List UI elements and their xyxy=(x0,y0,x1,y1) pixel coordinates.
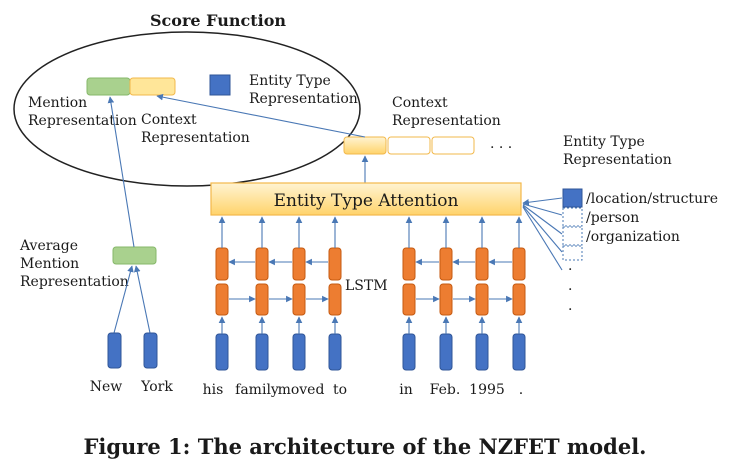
context-representation-top-label: Context Representation xyxy=(392,95,501,129)
lstm-cell-lower xyxy=(255,283,269,316)
lstm-cell-upper xyxy=(215,247,229,281)
new-to-average-arrow xyxy=(113,265,134,334)
entity-type-dot: · xyxy=(568,302,572,318)
lstm-cell-upper xyxy=(475,247,489,281)
lstm-cell-lower xyxy=(328,283,342,316)
mention-representation-box xyxy=(86,77,131,96)
word-embedding xyxy=(475,333,489,371)
average-to-mention-arrow xyxy=(107,96,135,248)
word-embedding xyxy=(215,333,229,371)
context-vector-cell xyxy=(387,136,431,155)
entity-type-attention-label: Entity Type Attention xyxy=(274,191,459,211)
lstm-cell-lower xyxy=(512,283,526,316)
lstm-network xyxy=(215,216,526,371)
lstm-cell-upper xyxy=(292,247,306,281)
figure-caption: Figure 1: The architecture of the NZFET … xyxy=(83,434,646,459)
entity-type-vector-more xyxy=(562,245,583,261)
word-to: to xyxy=(333,382,347,398)
lstm-cell-lower xyxy=(475,283,489,316)
lstm-cell-lower xyxy=(215,283,229,316)
lstm-cell-upper xyxy=(328,247,342,281)
entity-type-location-structure-label: /location/structure xyxy=(586,191,718,207)
word-embedding xyxy=(402,333,416,371)
context-representation-label: Context Representation xyxy=(141,112,250,146)
entity-type-person-label: /person xyxy=(586,210,639,226)
word-embedding xyxy=(512,333,526,371)
lstm-cell-lower xyxy=(402,283,416,316)
average-mention-box xyxy=(112,246,157,265)
lstm-cell-upper xyxy=(512,247,526,281)
entity-type-organization-label: /organization xyxy=(586,229,680,245)
entity-type-vector-organization xyxy=(562,226,583,246)
lstm-cell-upper xyxy=(402,247,416,281)
embedding-york xyxy=(143,332,158,369)
entity-type-representation-label: Entity Type Representation xyxy=(249,73,358,107)
entity-type-representation-right-label: Entity Type Representation xyxy=(563,134,672,168)
lstm-cell-lower xyxy=(292,283,306,316)
entity-type-to-attention-arrows xyxy=(522,197,563,271)
word-family: family xyxy=(235,382,279,398)
embedding-new xyxy=(107,332,122,369)
word-feb: Feb. xyxy=(430,382,461,398)
word-moved: moved xyxy=(278,382,325,398)
lstm-cell-lower xyxy=(439,283,453,316)
entity-type-vector-location-structure xyxy=(562,188,583,208)
context-vector-cell xyxy=(431,136,475,155)
score-function-ellipse xyxy=(13,31,361,187)
entity-type-vector-person xyxy=(562,207,583,227)
word-embedding xyxy=(439,333,453,371)
word-period: . xyxy=(519,382,523,398)
entity-type-attention-box xyxy=(210,182,522,216)
word-embedding xyxy=(292,333,306,371)
mention-representation-label: Mention Representation xyxy=(28,95,137,129)
word-embedding xyxy=(328,333,342,371)
score-function-title: Score Function xyxy=(150,11,286,30)
context-vector-ellipsis: . . . xyxy=(490,136,512,152)
word-in: in xyxy=(399,382,413,398)
context-vector-cell-filled xyxy=(343,136,387,155)
entity-type-legend-square xyxy=(209,74,231,96)
word-1995: 1995 xyxy=(469,382,505,398)
lstm-cell-upper xyxy=(255,247,269,281)
entity-type-dot: · xyxy=(568,262,572,278)
word-york: York xyxy=(140,379,173,395)
average-mention-representation-label: Average Mention Representation xyxy=(19,238,129,290)
word-new: New xyxy=(90,379,123,395)
lstm-cell-upper xyxy=(439,247,453,281)
context-to-score-arrow xyxy=(156,93,366,138)
context-representation-box xyxy=(129,77,176,96)
york-to-average-arrow xyxy=(133,265,151,334)
word-embedding xyxy=(255,333,269,371)
word-his: his xyxy=(203,382,224,398)
lstm-label: LSTM xyxy=(345,278,388,294)
entity-type-dot: · xyxy=(568,282,572,298)
